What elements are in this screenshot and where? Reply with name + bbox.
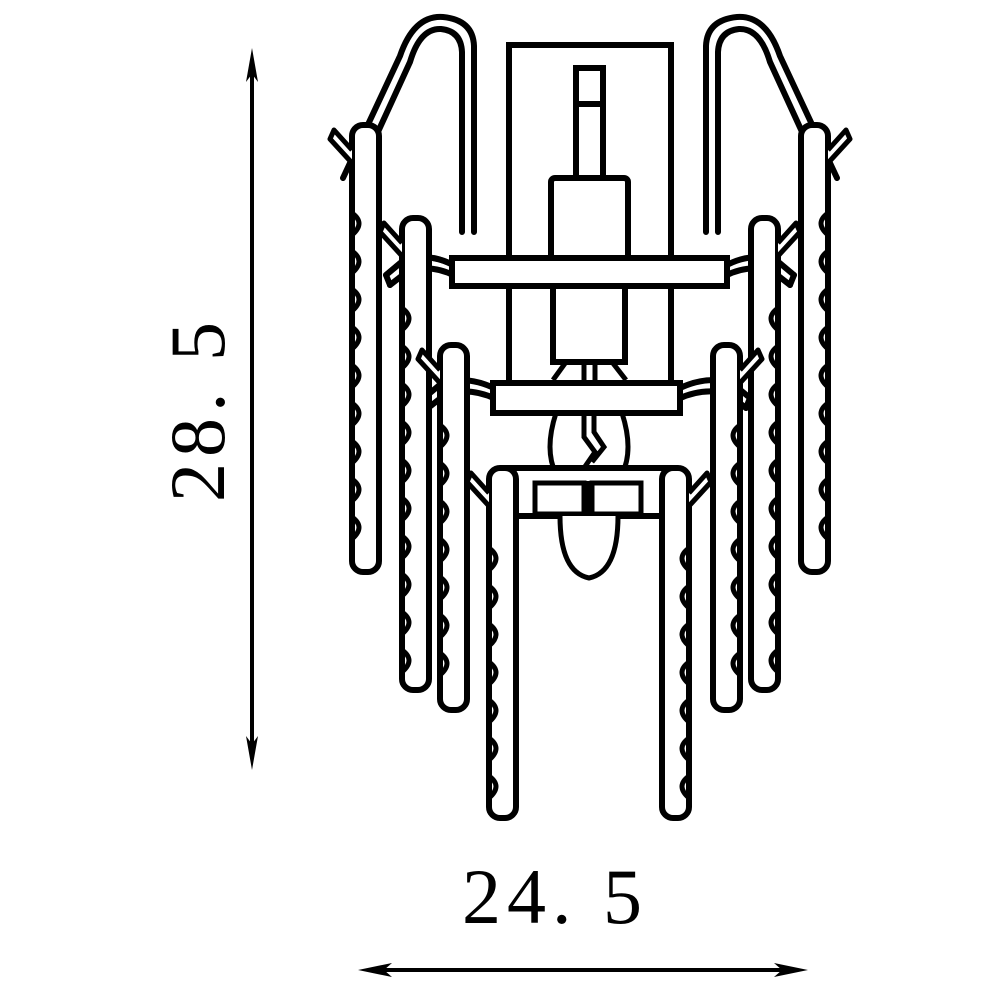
lower-bulb-outline [557,515,621,581]
mid-body-column [550,283,628,384]
top-finial-stem [573,65,606,185]
prism-strand [415,342,470,713]
middle-tier-shelf [490,380,683,416]
prism-strand [748,215,803,693]
prism-strand [710,342,765,713]
upper-tier-shelf [449,255,730,289]
width-dimension-label: 24. 5 [462,853,648,940]
socket-housing [548,175,631,269]
prism-strand [659,465,714,821]
height-dimension-arrow [246,48,258,770]
height-dimension-label: 28. 5 [154,316,241,502]
prism-strand [464,465,519,821]
prism-strand [798,122,853,575]
sconce-body [327,13,853,821]
prism-strand [327,122,382,575]
lower-tier-shelf [505,465,673,522]
crystal-prism-strands [327,122,853,821]
width-dimension-arrow [358,963,808,977]
prism-strand [377,215,432,693]
